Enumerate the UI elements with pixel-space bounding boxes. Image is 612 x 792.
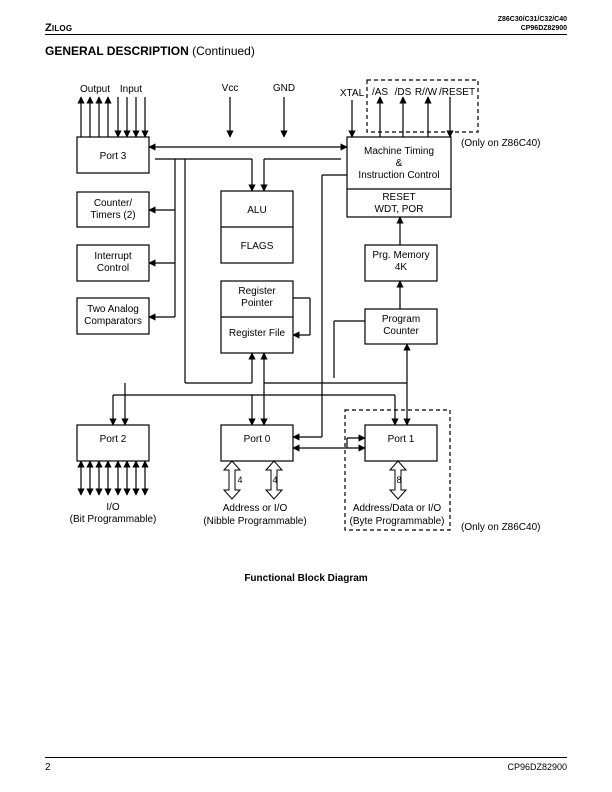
only-z86c40-bottom-note: (Only on Z86C40) — [461, 522, 540, 533]
section-title: GENERAL DESCRIPTION — [45, 44, 189, 58]
counter-timers-label-2: Timers (2) — [90, 210, 135, 221]
machine-timing-label-3: Instruction Control — [358, 170, 439, 181]
section-continued: (Continued) — [192, 44, 255, 58]
port1-label: Port 1 — [388, 434, 415, 445]
machine-timing-label-2: & — [396, 158, 403, 169]
port1-io-label: Address/Data or I/O — [353, 503, 442, 514]
page-number: 2 — [45, 762, 51, 773]
header-doc-code: CP96DZ82900 — [520, 25, 567, 32]
flags-label: FLAGS — [241, 241, 274, 252]
port2-io-label: I/O — [106, 502, 120, 513]
z86c40-port1-region — [344, 409, 451, 531]
interrupt-label-1: Interrupt — [94, 251, 131, 262]
prg-memory-label-1: Prg. Memory — [372, 250, 429, 261]
program-counter-block — [364, 308, 438, 345]
z86c40-signals-region — [366, 79, 479, 133]
reset-block-label-1: RESET — [382, 192, 415, 203]
port0-width-b: 4 — [272, 475, 277, 485]
header-doc-id: Z86C30/C31/C32/C40 CP96DZ82900 — [498, 15, 567, 33]
port2-mode-label: (Bit Programmable) — [70, 514, 157, 525]
machine-timing-label-1: Machine Timing — [364, 146, 434, 157]
counter-timers-label-1: Counter/ — [94, 198, 133, 209]
output-label: Output — [80, 84, 110, 95]
analog-label-2: Comparators — [84, 316, 142, 327]
footer-rule — [45, 757, 567, 758]
ds-label: /DS — [395, 87, 412, 98]
alu-label: ALU — [247, 205, 266, 216]
port1-block — [364, 424, 438, 462]
port0-width-a: 4 — [237, 475, 242, 485]
input-label: Input — [120, 84, 142, 95]
reset-block-label-2: WDT, POR — [375, 204, 424, 215]
section-heading: GENERAL DESCRIPTION (Continued) — [45, 44, 255, 58]
header-part-numbers: Z86C30/C31/C32/C40 — [497, 16, 567, 23]
port0-io-label: Address or I/O — [223, 503, 288, 514]
brand-logo: ZILOG — [45, 22, 73, 34]
program-counter-label-1: Program — [382, 314, 420, 325]
xtal-label: XTAL — [340, 88, 365, 99]
port0-label: Port 0 — [244, 434, 271, 445]
prg-memory-label-2: 4K — [395, 262, 408, 273]
reset-signal-label: /RESET — [439, 87, 475, 98]
interrupt-label-2: Control — [97, 263, 129, 274]
port3-block — [76, 136, 150, 174]
port1-width: 8 — [396, 475, 401, 485]
register-pointer-label-2: Pointer — [241, 298, 273, 309]
port2-label: Port 2 — [100, 434, 127, 445]
port0-block — [220, 424, 294, 462]
as-label: /AS — [372, 87, 388, 98]
figure-caption: Functional Block Diagram — [244, 573, 368, 584]
header-rule — [45, 34, 567, 35]
register-pointer-label-1: Register — [238, 286, 276, 297]
only-z86c40-top-note: (Only on Z86C40) — [461, 138, 540, 149]
vcc-label: Vcc — [222, 83, 239, 94]
rw-label: R//W — [415, 87, 438, 98]
gnd-label: GND — [273, 83, 295, 94]
port1-mode-label: (Byte Programmable) — [349, 516, 444, 527]
port0-mode-label: (Nibble Programmable) — [203, 516, 306, 527]
register-file-label: Register File — [229, 328, 286, 339]
port3-label: Port 3 — [100, 151, 127, 162]
program-counter-label-2: Counter — [383, 326, 419, 337]
analog-label-1: Two Analog — [87, 304, 139, 315]
footer-doc-code: CP96DZ82900 — [507, 762, 567, 772]
